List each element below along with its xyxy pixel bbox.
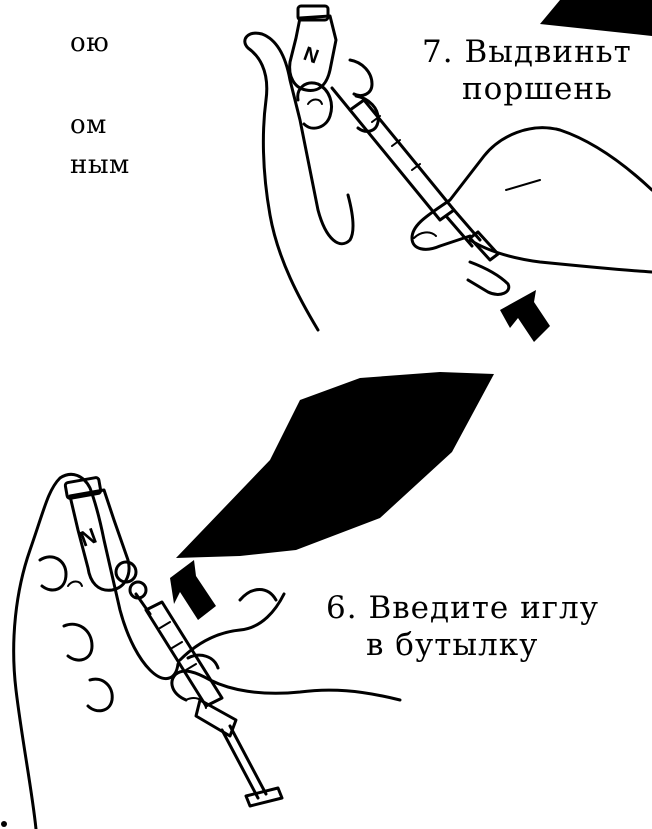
step-7-caption: 7. Выдвиньт поршень <box>422 34 632 108</box>
syringe-bottom <box>136 594 282 806</box>
left-hand-top <box>245 33 353 330</box>
step-6-caption: 6. Введите иглу в бутылку <box>326 590 599 664</box>
left-hand-bottom <box>14 474 178 829</box>
vial-top: N <box>290 6 336 90</box>
arrow-up-top <box>500 290 550 342</box>
step-7-number: 7. <box>422 34 454 70</box>
black-diagonal-block <box>176 372 494 558</box>
corner-black-shape <box>540 0 652 36</box>
step-6-number: 6. <box>326 590 358 626</box>
step-6-line1: Введите иглу <box>368 590 599 626</box>
right-hand-top <box>412 128 652 250</box>
step-7-line2: поршень <box>422 71 632 108</box>
step-7-line1: Выдвиньт <box>464 34 631 70</box>
vial-label-bottom: N <box>76 523 99 552</box>
step-6-line2: в бутылку <box>326 627 599 664</box>
vial-bottom: N <box>65 477 146 598</box>
syringe-top <box>332 88 498 260</box>
vial-label-top: N <box>300 43 321 69</box>
arrow-up-bottom <box>170 560 216 620</box>
